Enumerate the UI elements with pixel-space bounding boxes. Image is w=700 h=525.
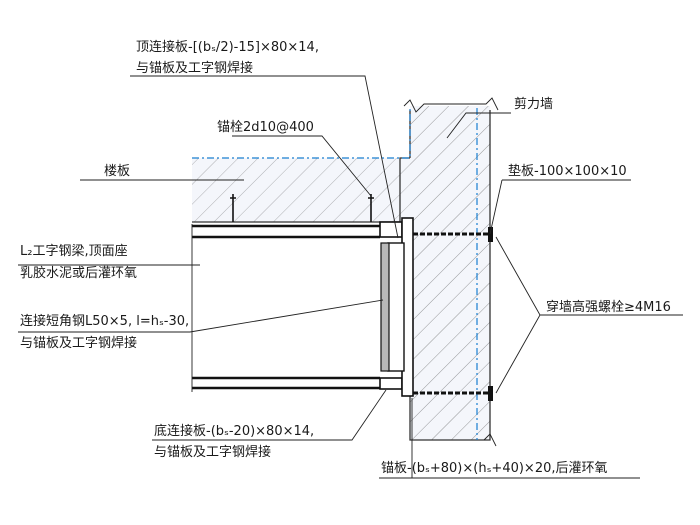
floor-slab-hatch [192,158,410,222]
label-angle-line1: 连接短角钢L50×5, l=hₛ-30, [20,313,189,329]
wall-bottom-break [483,433,497,447]
leader-angle [18,299,384,333]
anchor-bolt-2 [368,194,374,222]
pad-plate-top [488,227,493,242]
label-through-bolt: 穿墙高强螺栓≥4M16 [546,299,671,315]
leader-shear-wall [446,112,511,139]
leader-anchor-plate [379,398,640,479]
label-pad-plate: 垫板-100×100×10 [508,163,627,179]
label-top-plate-line2: 与锚板及工字钢焊接 [136,60,253,76]
angle-outer [387,242,405,372]
label-angle-line2: 与锚板及工字钢焊接 [20,335,137,351]
leader-anchor-bolt [232,135,372,197]
leader-bottom-plate [152,389,387,441]
label-top-plate-line1: 顶连接板-[(bₛ/2)-15]×80×14, [136,39,319,55]
leader-through-bolt [495,236,683,394]
leader-pad-plate [489,179,631,235]
pad-plate-bottom [488,386,493,401]
leader-top-plate [130,75,399,239]
anchor-bolt-1 [230,194,236,222]
label-anchor-bolt: 锚栓2d10@400 [217,120,314,135]
wall-break-line [403,97,499,113]
label-beam-line2: 乳胶水泥或后灌环氧 [20,265,137,281]
label-shear-wall: 剪力墙 [514,96,553,112]
label-bottom-plate-line2: 与锚板及工字钢焊接 [154,444,271,460]
label-anchor-plate: 锚板-(bₛ+80)×(hₛ+40)×20,后灌环氧 [381,461,608,476]
label-bottom-plate-line1: 底连接板-(bₛ-20)×80×14, [154,423,314,439]
connection-angle [380,242,390,372]
top-connection-plate [379,221,403,238]
label-beam-line1: L₂工字钢梁,顶面座 [20,244,128,259]
bottom-connection-plate [379,377,403,390]
shear-wall-hatch [410,106,490,440]
label-floor-slab: 楼板 [104,164,130,179]
